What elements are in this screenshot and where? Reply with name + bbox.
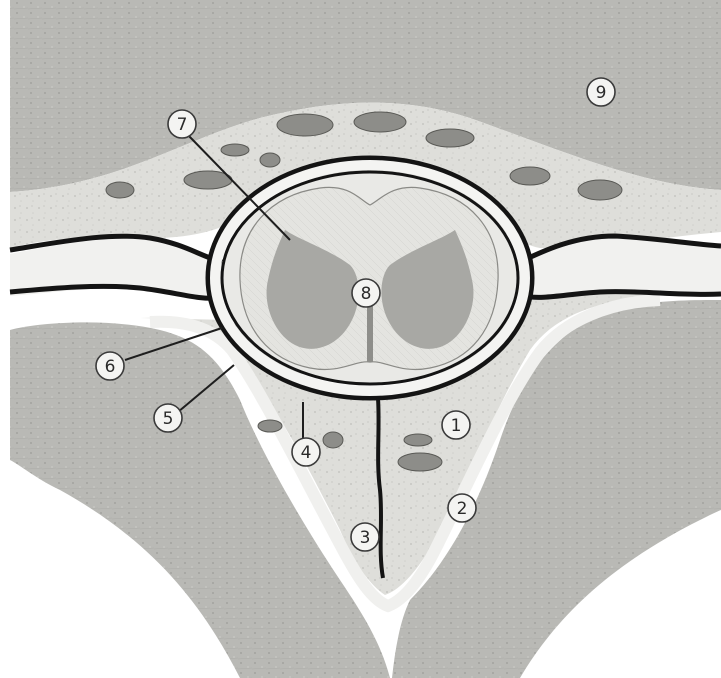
vessel xyxy=(398,453,442,471)
label-5: 5 xyxy=(154,404,182,432)
vessel xyxy=(258,420,282,432)
svg-text:7: 7 xyxy=(177,115,188,135)
svg-text:8: 8 xyxy=(361,284,372,304)
label-9: 9 xyxy=(587,78,615,106)
cord-median-fissure xyxy=(367,300,373,362)
label-2: 2 xyxy=(448,494,476,522)
svg-text:5: 5 xyxy=(163,409,174,429)
vessel xyxy=(221,144,249,156)
label-8: 8 xyxy=(352,279,380,307)
label-6: 6 xyxy=(96,352,124,380)
label-3: 3 xyxy=(351,523,379,551)
vessel xyxy=(578,180,622,200)
svg-text:3: 3 xyxy=(360,528,371,548)
svg-text:2: 2 xyxy=(457,499,468,519)
label-4: 4 xyxy=(292,438,320,466)
label-1: 1 xyxy=(442,411,470,439)
vessel xyxy=(260,153,280,167)
vessel xyxy=(404,434,432,446)
vessel xyxy=(277,114,333,136)
vessel xyxy=(510,167,550,185)
svg-text:6: 6 xyxy=(105,357,116,377)
svg-text:9: 9 xyxy=(596,83,607,103)
vessel xyxy=(354,112,406,132)
vessel xyxy=(323,432,343,448)
label-7: 7 xyxy=(168,110,196,138)
vessel xyxy=(106,182,134,198)
vessel xyxy=(426,129,474,147)
svg-text:1: 1 xyxy=(451,416,462,436)
svg-text:4: 4 xyxy=(301,443,312,463)
